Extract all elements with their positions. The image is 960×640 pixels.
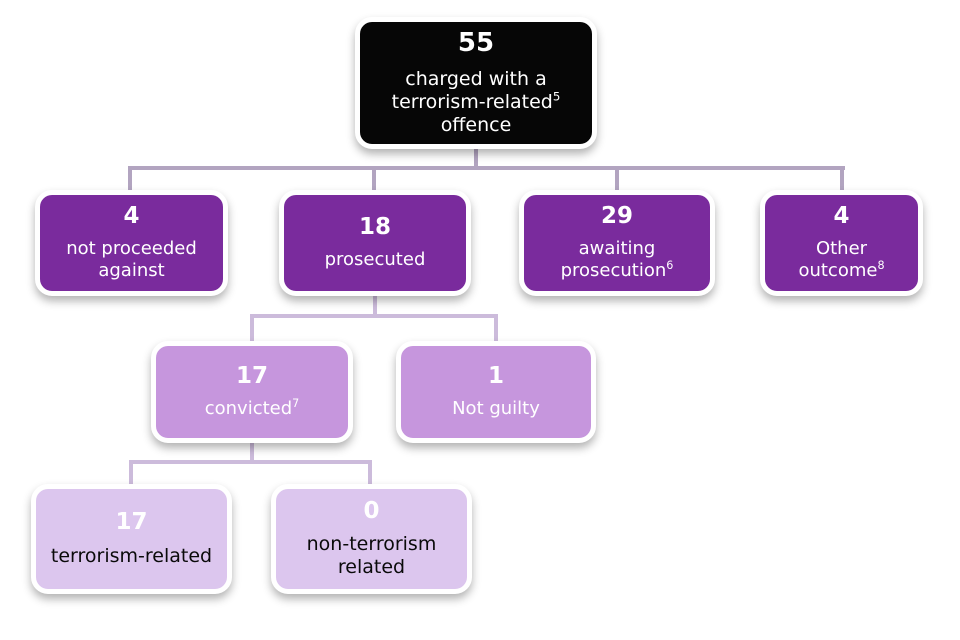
label-line: terrorism-related xyxy=(51,545,212,568)
label-text: prosecuted xyxy=(324,249,426,271)
node-prosecuted-value: 18 xyxy=(358,213,391,240)
node-other-value: 4 xyxy=(833,202,850,229)
node-not-proceeded: 4 not proceeded against xyxy=(35,190,228,296)
node-convicted: 17 convicted7 xyxy=(151,341,353,443)
connector-level2-hline xyxy=(128,166,845,170)
node-awaiting-value: 29 xyxy=(600,202,633,229)
node-charged: 55 charged with a terrorism-related5 off… xyxy=(355,17,597,149)
label-text: not proceeded xyxy=(66,238,197,260)
footnote-ref-8: 8 xyxy=(877,259,885,273)
label-text: non-terrorism xyxy=(306,532,437,555)
label-line: awaiting xyxy=(579,238,656,260)
label-line: prosecution6 xyxy=(561,260,674,282)
label-line: related xyxy=(338,556,405,579)
connector-drop-prosecuted xyxy=(372,166,376,192)
label-text: prosecution xyxy=(560,260,667,282)
label-text: convicted xyxy=(204,398,293,420)
label-text: terrorism-related xyxy=(391,90,553,113)
label-text: terrorism-related xyxy=(50,544,213,567)
node-other-outcome: 4 Other outcome8 xyxy=(760,190,923,296)
node-not-guilty: 1 Not guilty xyxy=(396,341,596,443)
node-charged-value: 55 xyxy=(457,27,495,58)
label-text: outcome xyxy=(798,260,878,282)
node-terrorism-related: 17 terrorism-related xyxy=(31,484,232,594)
label-text: charged with a xyxy=(405,67,547,90)
label-line: convicted7 xyxy=(205,398,300,420)
node-convicted-value: 17 xyxy=(235,362,268,389)
connector-level3-hline xyxy=(250,314,498,318)
label-line: non-terrorism xyxy=(307,533,437,556)
connector-drop-non-terrorism xyxy=(368,460,372,487)
label-text: Other xyxy=(815,238,868,260)
label-text: offence xyxy=(440,113,512,136)
node-awaiting-prosecution: 29 awaiting prosecution6 xyxy=(519,190,715,296)
connector-drop-not-guilty xyxy=(494,314,498,344)
label-line: prosecuted xyxy=(325,249,426,271)
node-non-terrorism-related: 0 non-terrorism related xyxy=(271,484,472,594)
label-line: against xyxy=(98,260,164,282)
label-text: related xyxy=(337,556,406,579)
connector-drop-other xyxy=(840,166,844,192)
label-text: awaiting xyxy=(578,238,656,260)
connector-root-stub xyxy=(474,147,478,168)
connector-drop-not-proceeded xyxy=(128,166,132,192)
label-text: Not guilty xyxy=(452,398,540,420)
node-terrorism-related-value: 17 xyxy=(115,509,148,536)
connector-drop-awaiting xyxy=(615,166,619,192)
label-line: Other xyxy=(816,238,867,260)
node-non-terrorism-value: 0 xyxy=(363,497,380,524)
footnote-ref-6: 6 xyxy=(666,259,674,273)
node-charged-label: charged with a terrorism-related5 offenc… xyxy=(392,68,561,138)
node-not-guilty-value: 1 xyxy=(487,362,504,389)
label-text: against xyxy=(98,260,165,282)
footnote-ref-5: 5 xyxy=(552,89,561,104)
label-line: not proceeded xyxy=(66,238,197,260)
label-line: terrorism-related5 xyxy=(391,89,561,114)
label-line: offence xyxy=(392,114,561,137)
label-line: charged with a xyxy=(392,68,561,91)
connector-drop-terrorism-related xyxy=(129,460,133,487)
connector-level4-hline xyxy=(129,460,372,464)
connector-prosecuted-stub xyxy=(373,294,377,316)
footnote-ref-7: 7 xyxy=(292,397,300,411)
connector-convicted-stub xyxy=(250,441,254,462)
label-line: Not guilty xyxy=(452,398,540,420)
label-line: outcome8 xyxy=(798,260,884,282)
node-not-proceeded-value: 4 xyxy=(123,202,140,229)
node-prosecuted: 18 prosecuted xyxy=(279,190,471,296)
connector-drop-convicted xyxy=(250,314,254,344)
